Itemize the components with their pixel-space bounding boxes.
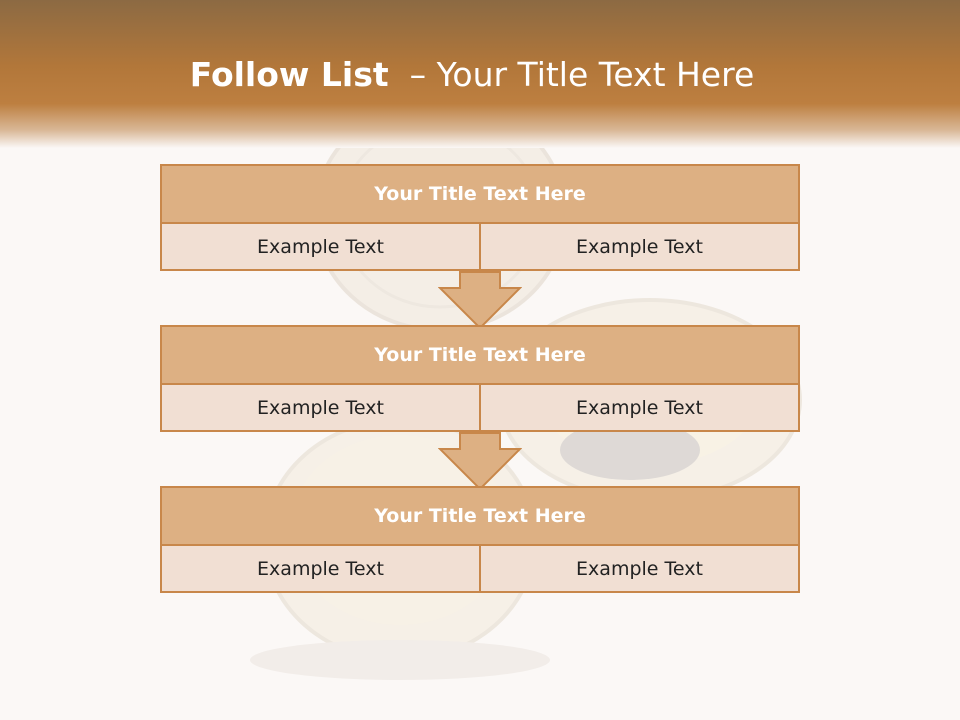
block-cell-right: Example Text	[481, 224, 798, 269]
block-cell-left: Example Text	[162, 224, 479, 269]
block-title: Your Title Text Here	[162, 327, 798, 383]
slide-title-rest: – Your Title Text Here	[409, 55, 755, 94]
down-arrow-icon	[438, 271, 522, 330]
down-arrow-icon	[438, 432, 522, 491]
block-cell-right: Example Text	[481, 385, 798, 430]
block-title: Your Title Text Here	[162, 488, 798, 544]
list-block-1: Your Title Text Here Example Text Exampl…	[160, 164, 800, 271]
block-cell-left: Example Text	[162, 385, 479, 430]
block-title: Your Title Text Here	[162, 166, 798, 222]
list-block-3: Your Title Text Here Example Text Exampl…	[160, 486, 800, 593]
slide-title-bold: Follow List	[189, 55, 389, 94]
list-block-2: Your Title Text Here Example Text Exampl…	[160, 325, 800, 432]
block-cell-right: Example Text	[481, 546, 798, 591]
slide-title: Follow List – Your Title Text Here	[0, 52, 944, 98]
block-cell-left: Example Text	[162, 546, 479, 591]
header-band: Follow List – Your Title Text Here	[0, 0, 960, 148]
